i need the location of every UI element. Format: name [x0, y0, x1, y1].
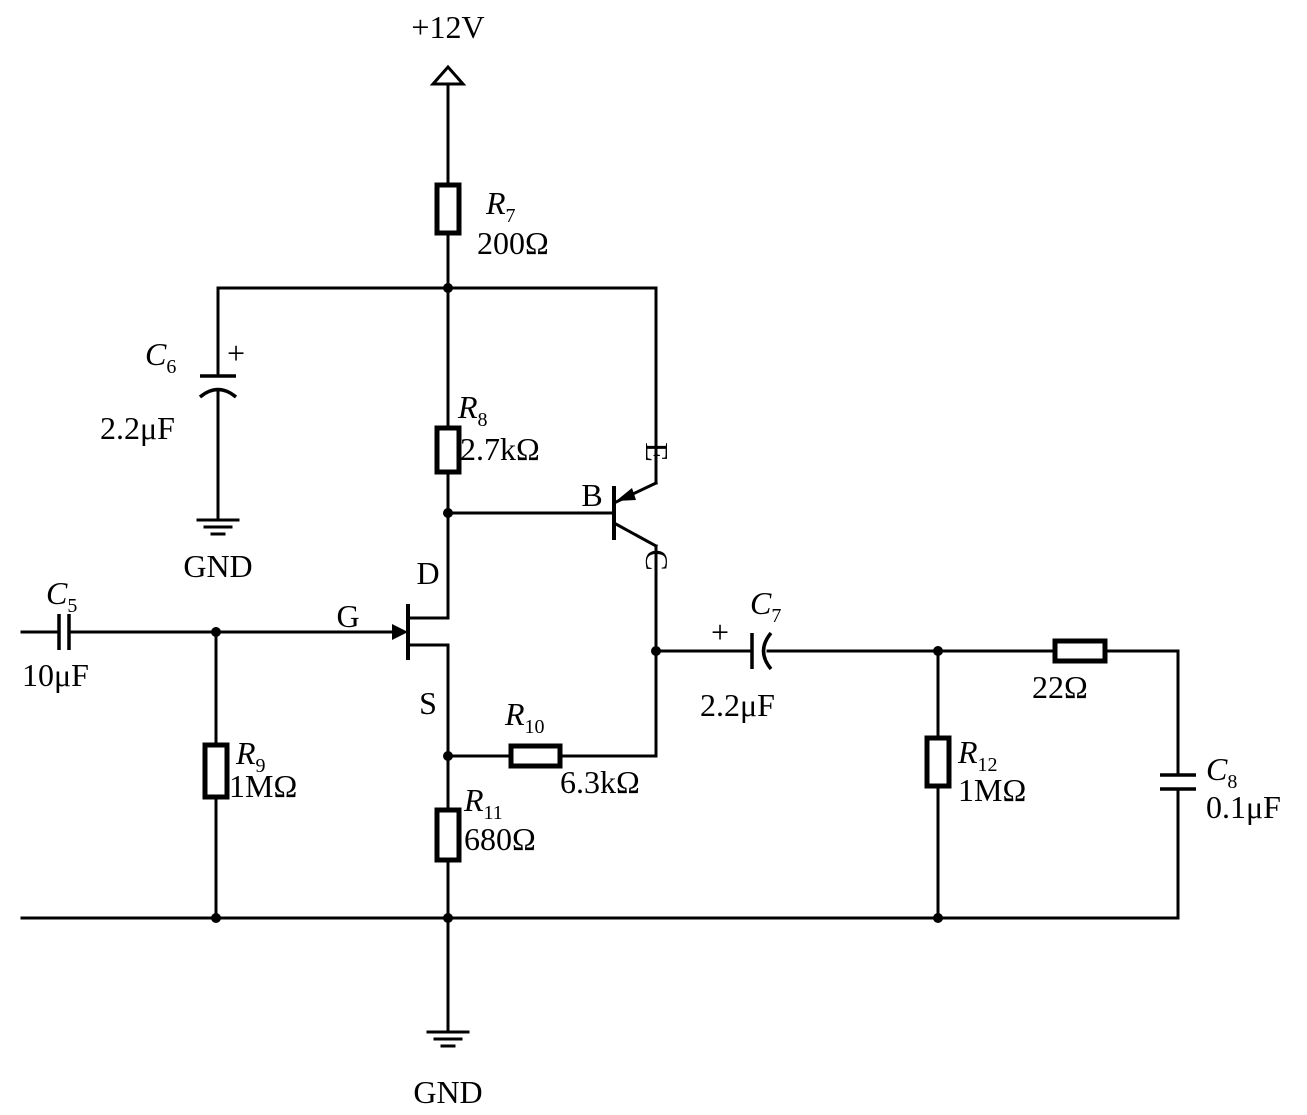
r11-ref: R11: [463, 782, 503, 824]
c7-polarity: +: [711, 614, 729, 650]
c6-value: 2.2μF: [100, 410, 175, 446]
capacitor-c5: C5 10μF: [22, 575, 89, 693]
c6-polarity: +: [227, 335, 245, 371]
resistor-icon: [202, 742, 230, 800]
bjt-transistor: B E C: [581, 442, 675, 570]
r7-ref: R7: [485, 185, 516, 227]
polarized-capacitor-icon: [750, 631, 773, 671]
supply-label: +12V: [411, 9, 484, 45]
resistor-icon: [508, 743, 563, 769]
jfet-transistor: G D S: [336, 555, 450, 721]
junction-dot: [211, 627, 221, 637]
junction-dot: [933, 913, 943, 923]
capacitor-c6: + C6 2.2μF: [100, 335, 245, 446]
junction-dot: [443, 283, 453, 293]
polarized-capacitor-icon: [198, 374, 238, 399]
resistor-icon: [1052, 638, 1108, 664]
capacitor-c7: + C7 2.2μF: [700, 585, 781, 723]
resistor-icon: [434, 182, 462, 236]
capacitor-icon: [1160, 773, 1196, 791]
resistor-icon: [924, 735, 952, 789]
junction-dot: [211, 913, 221, 923]
r9-ref: R9: [235, 735, 266, 777]
capacitor-c8: C8 0.1μF: [1160, 751, 1281, 825]
ground-icon: [196, 518, 240, 536]
resistor-r11: R11 680Ω: [434, 782, 536, 863]
c7-ref: C7: [750, 585, 781, 627]
c5-value: 10μF: [22, 657, 89, 693]
pnp-transistor-icon: [604, 481, 659, 549]
c7-value: 2.2μF: [700, 687, 775, 723]
jfet-drain-label: D: [416, 555, 439, 591]
resistor-22ohm: 22Ω: [1032, 638, 1108, 705]
junction-dot: [933, 646, 943, 656]
resistor-r8: R8 2.7kΩ: [434, 389, 540, 475]
r10-value: 6.3kΩ: [560, 764, 640, 800]
resistor-icon: [434, 807, 462, 863]
resistor-icon: [434, 425, 462, 475]
resistor-r9: R9 1MΩ: [202, 735, 297, 804]
ground-icon: [426, 1030, 470, 1048]
ground-label: GND: [183, 548, 252, 584]
bjt-collector-label: C: [639, 549, 675, 570]
r10-ref: R10: [504, 696, 545, 738]
resistor-r7: R7 200Ω: [434, 182, 549, 261]
supply-12v: +12V: [411, 9, 485, 86]
jfet-source-label: S: [419, 685, 437, 721]
junction-dot: [443, 913, 453, 923]
r12-value: 1MΩ: [958, 772, 1026, 808]
ground-c6: GND: [183, 518, 253, 584]
r8-value: 2.7kΩ: [460, 431, 540, 467]
r9-value: 1MΩ: [229, 768, 297, 804]
capacitor-icon: [57, 614, 71, 650]
c8-ref: C8: [1206, 751, 1237, 793]
r11-value: 680Ω: [464, 821, 536, 857]
ground-label: GND: [413, 1074, 482, 1110]
bjt-base-label: B: [581, 477, 602, 513]
r13-value: 22Ω: [1032, 669, 1088, 705]
junction-dot: [443, 508, 453, 518]
ground-main: GND: [413, 1030, 483, 1110]
bjt-emitter-label: E: [639, 442, 675, 462]
r8-ref: R8: [457, 389, 488, 431]
resistor-r10: R10 6.3kΩ: [504, 696, 640, 800]
c8-value: 0.1μF: [1206, 789, 1281, 825]
junction-dot: [443, 751, 453, 761]
r12-ref: R12: [957, 734, 998, 776]
r7-value: 200Ω: [477, 225, 549, 261]
junctions: [211, 283, 943, 923]
supply-arrow-icon: [429, 64, 467, 86]
c6-ref: C6: [145, 336, 176, 378]
junction-dot: [651, 646, 661, 656]
resistor-r12: R12 1MΩ: [924, 734, 1026, 808]
jfet-icon: [392, 604, 450, 660]
c5-ref: C5: [46, 575, 77, 617]
jfet-gate-label: G: [336, 598, 359, 634]
